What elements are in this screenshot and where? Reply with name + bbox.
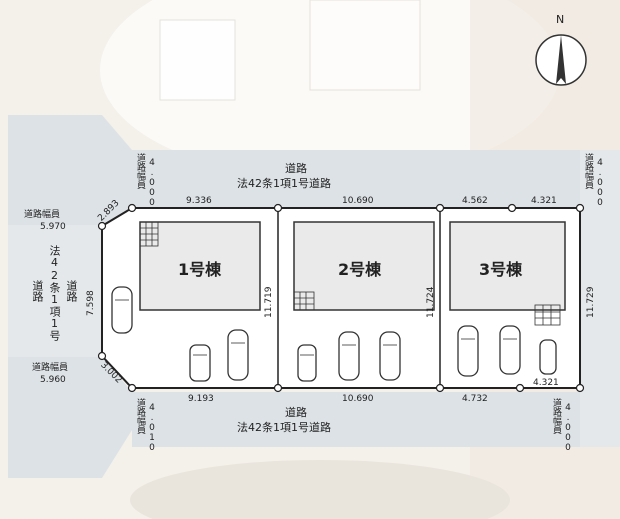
- steps-1: [139, 221, 159, 247]
- dim-divider-2: 11.724: [426, 286, 436, 319]
- dim-top-1: 9.336: [186, 196, 212, 206]
- dim-left-side: 7.598: [86, 290, 96, 316]
- steps-3: [534, 304, 561, 326]
- road-width-bottom-right-value: 4.000: [563, 403, 573, 453]
- road-bottom-label-2: 法42条1項1号道路: [237, 421, 331, 434]
- road-top: [132, 150, 602, 208]
- road-width-top-left-value: 4.000: [147, 158, 157, 208]
- building-3: [449, 221, 566, 311]
- road-width-bottom-left-value: 4.010: [147, 403, 157, 453]
- building-2: [293, 221, 435, 311]
- dim-bottom-right: 4.321: [533, 378, 559, 388]
- parking-cars: [111, 286, 557, 382]
- road-top-label-2: 法42条1項1号道路: [237, 177, 331, 190]
- steps-2: [293, 291, 315, 311]
- dim-divider-1: 11.719: [264, 286, 274, 319]
- dim-right-side: 11.729: [586, 286, 596, 319]
- road-width-left-lower-value: 5.960: [40, 375, 66, 385]
- road-left-label-col2b: 道路: [65, 280, 78, 302]
- north-arrow-icon: [535, 34, 587, 86]
- road-left-lower: [8, 356, 132, 478]
- road-top-label-1: 道路: [285, 162, 307, 175]
- dim-bottom-1: 9.193: [188, 394, 214, 404]
- dim-top-3a: 4.562: [462, 196, 488, 206]
- road-left-label-col1: 法42条1項1号: [48, 245, 61, 341]
- road-bottom-label-1: 道路: [285, 406, 307, 419]
- building-1-name: 1号棟: [178, 260, 222, 279]
- north-label: N: [556, 13, 565, 26]
- dim-top-3b: 4.321: [531, 196, 557, 206]
- road-right: [580, 150, 620, 447]
- background-box: [159, 19, 236, 101]
- road-left-label-col2a: 道路: [31, 280, 44, 302]
- road-width-top-right-title: 道路幅員: [583, 153, 593, 189]
- background-box-2: [309, 0, 421, 91]
- building-3-name: 3号棟: [479, 260, 523, 279]
- road-width-bottom-left-title: 道路幅員: [135, 398, 145, 434]
- building-1: [139, 221, 261, 311]
- dim-top-2: 10.690: [342, 196, 374, 206]
- road-width-bottom-right-title: 道路幅員: [551, 398, 561, 434]
- road-width-left-upper-value: 5.970: [40, 222, 66, 232]
- road-width-top-right-value: 4.000: [595, 158, 605, 208]
- road-left: [8, 225, 103, 357]
- road-width-top-left-title: 道路幅員: [135, 153, 145, 189]
- boundary-points: [97, 203, 585, 393]
- car-windows: [115, 299, 517, 356]
- building-2-name: 2号棟: [338, 260, 382, 279]
- road-width-left-lower-title: 道路幅員: [32, 363, 69, 373]
- background-floor: [130, 460, 510, 519]
- dim-bottom-3: 4.732: [462, 394, 488, 404]
- road-bottom: [132, 392, 602, 447]
- road-left-upper: [8, 115, 132, 242]
- dim-bottom-2: 10.690: [342, 394, 374, 404]
- road-width-left-upper-title: 道路幅員: [24, 210, 61, 220]
